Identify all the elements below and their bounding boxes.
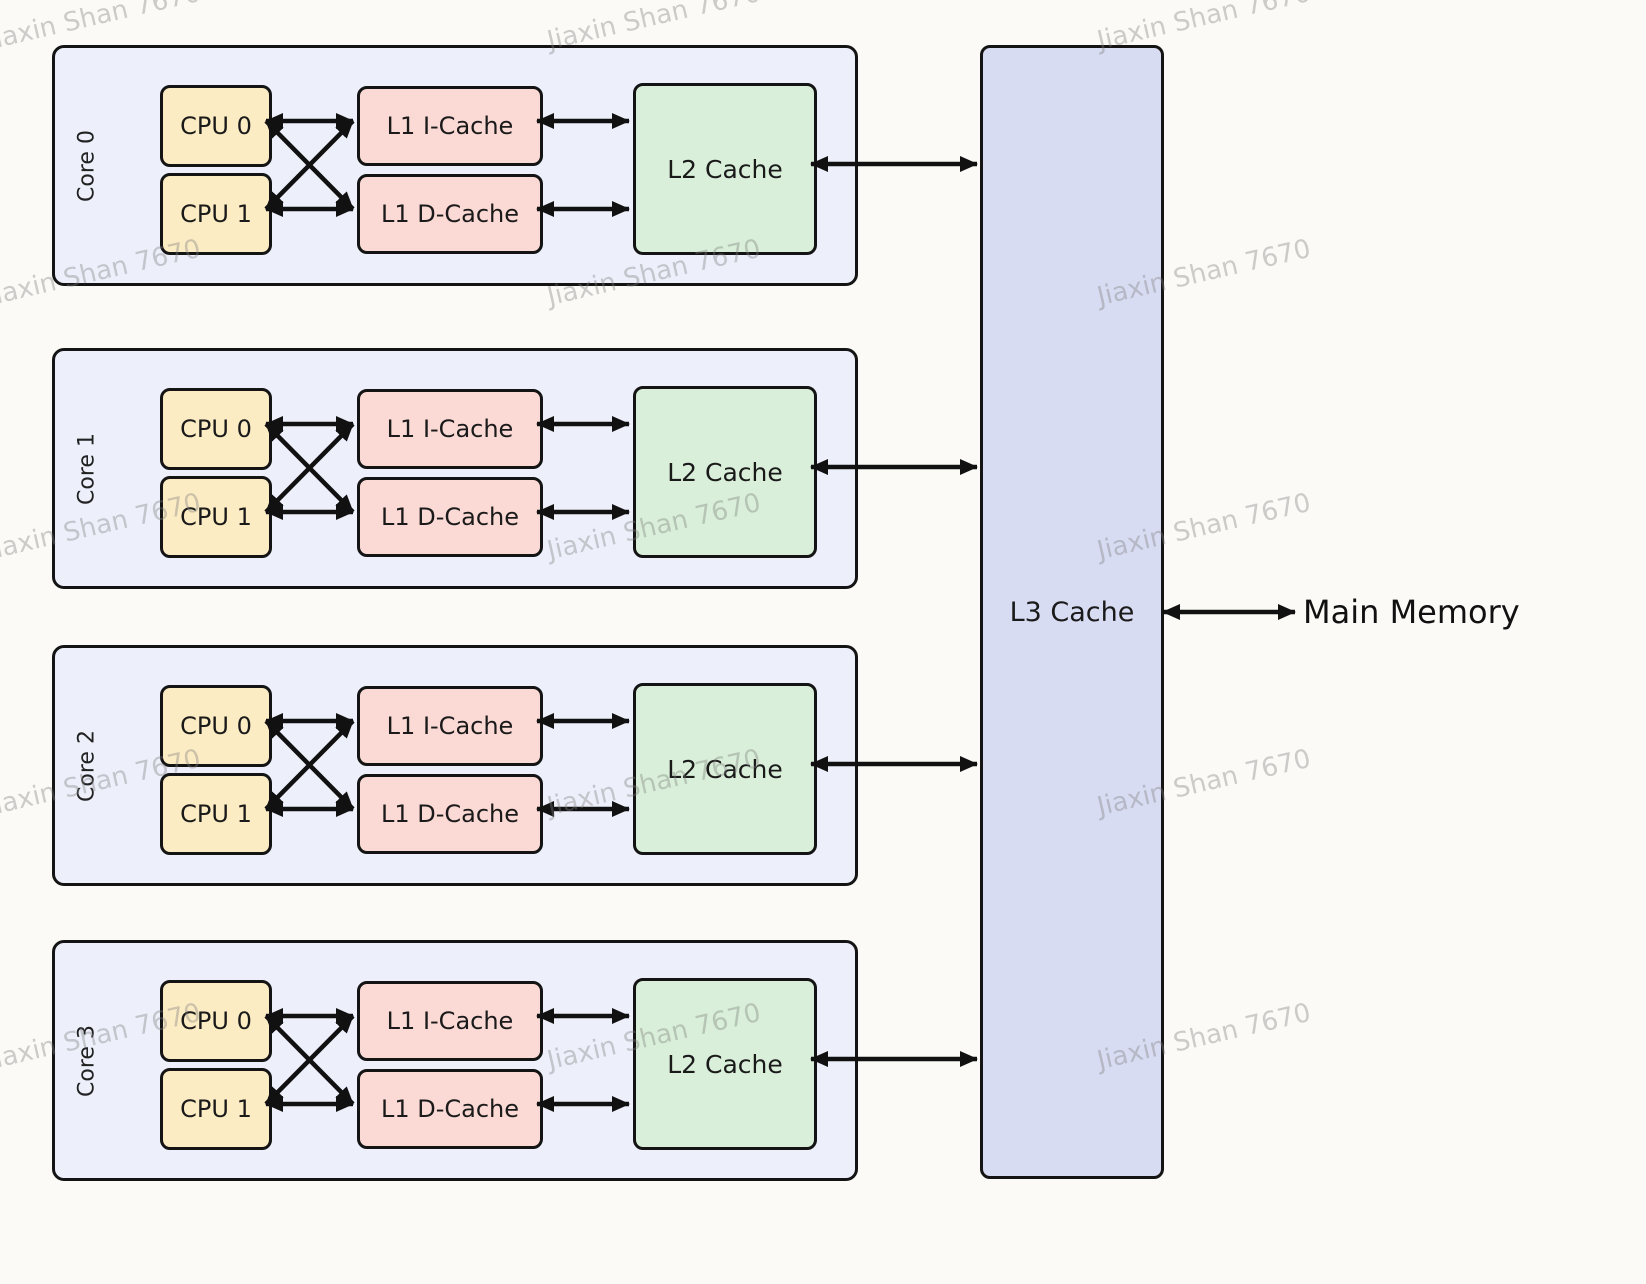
core-1-l2-cache-box: L2 Cache: [633, 386, 817, 558]
core-0-cpu-0-box: CPU 0: [160, 85, 272, 167]
core-2-cpu-0-box: CPU 0: [160, 685, 272, 767]
core-3-l1-dcache-box: L1 D-Cache: [357, 1069, 543, 1149]
core-2-container: Core 2 CPU 0 CPU 1 L1 I-Cache L1 D-Cache…: [52, 645, 858, 886]
core-2-cpu-1-box: CPU 1: [160, 773, 272, 855]
core-3-l1-icache-box: L1 I-Cache: [357, 981, 543, 1061]
core-1-l1-icache-box: L1 I-Cache: [357, 389, 543, 469]
core-1-label: Core 1: [74, 432, 100, 505]
core-3-l2-cache-box: L2 Cache: [633, 978, 817, 1150]
core-1-container: Core 1 CPU 0 CPU 1 L1 I-Cache L1 D-Cache…: [52, 348, 858, 589]
core-1-cpu-0-box: CPU 0: [160, 388, 272, 470]
core-3-cpu-0-box: CPU 0: [160, 980, 272, 1062]
l3-cache-box: L3 Cache: [980, 45, 1164, 1179]
core-0-container: Core 0 CPU 0 CPU 1 L1 I-Cache L1 D-Cache…: [52, 45, 858, 286]
core-0-l2-cache-box: L2 Cache: [633, 83, 817, 255]
core-0-l1-icache-box: L1 I-Cache: [357, 86, 543, 166]
core-2-l1-dcache-box: L1 D-Cache: [357, 774, 543, 854]
core-3-cpu-1-box: CPU 1: [160, 1068, 272, 1150]
core-3-label: Core 3: [74, 1024, 100, 1097]
core-2-label: Core 2: [74, 729, 100, 802]
core-2-l1-icache-box: L1 I-Cache: [357, 686, 543, 766]
core-0-l1-dcache-box: L1 D-Cache: [357, 174, 543, 254]
core-3-container: Core 3 CPU 0 CPU 1 L1 I-Cache L1 D-Cache…: [52, 940, 858, 1181]
core-2-l2-cache-box: L2 Cache: [633, 683, 817, 855]
main-memory-label: Main Memory: [1303, 593, 1520, 631]
core-1-l1-dcache-box: L1 D-Cache: [357, 477, 543, 557]
core-0-cpu-1-box: CPU 1: [160, 173, 272, 255]
core-0-label: Core 0: [74, 129, 100, 202]
core-1-cpu-1-box: CPU 1: [160, 476, 272, 558]
